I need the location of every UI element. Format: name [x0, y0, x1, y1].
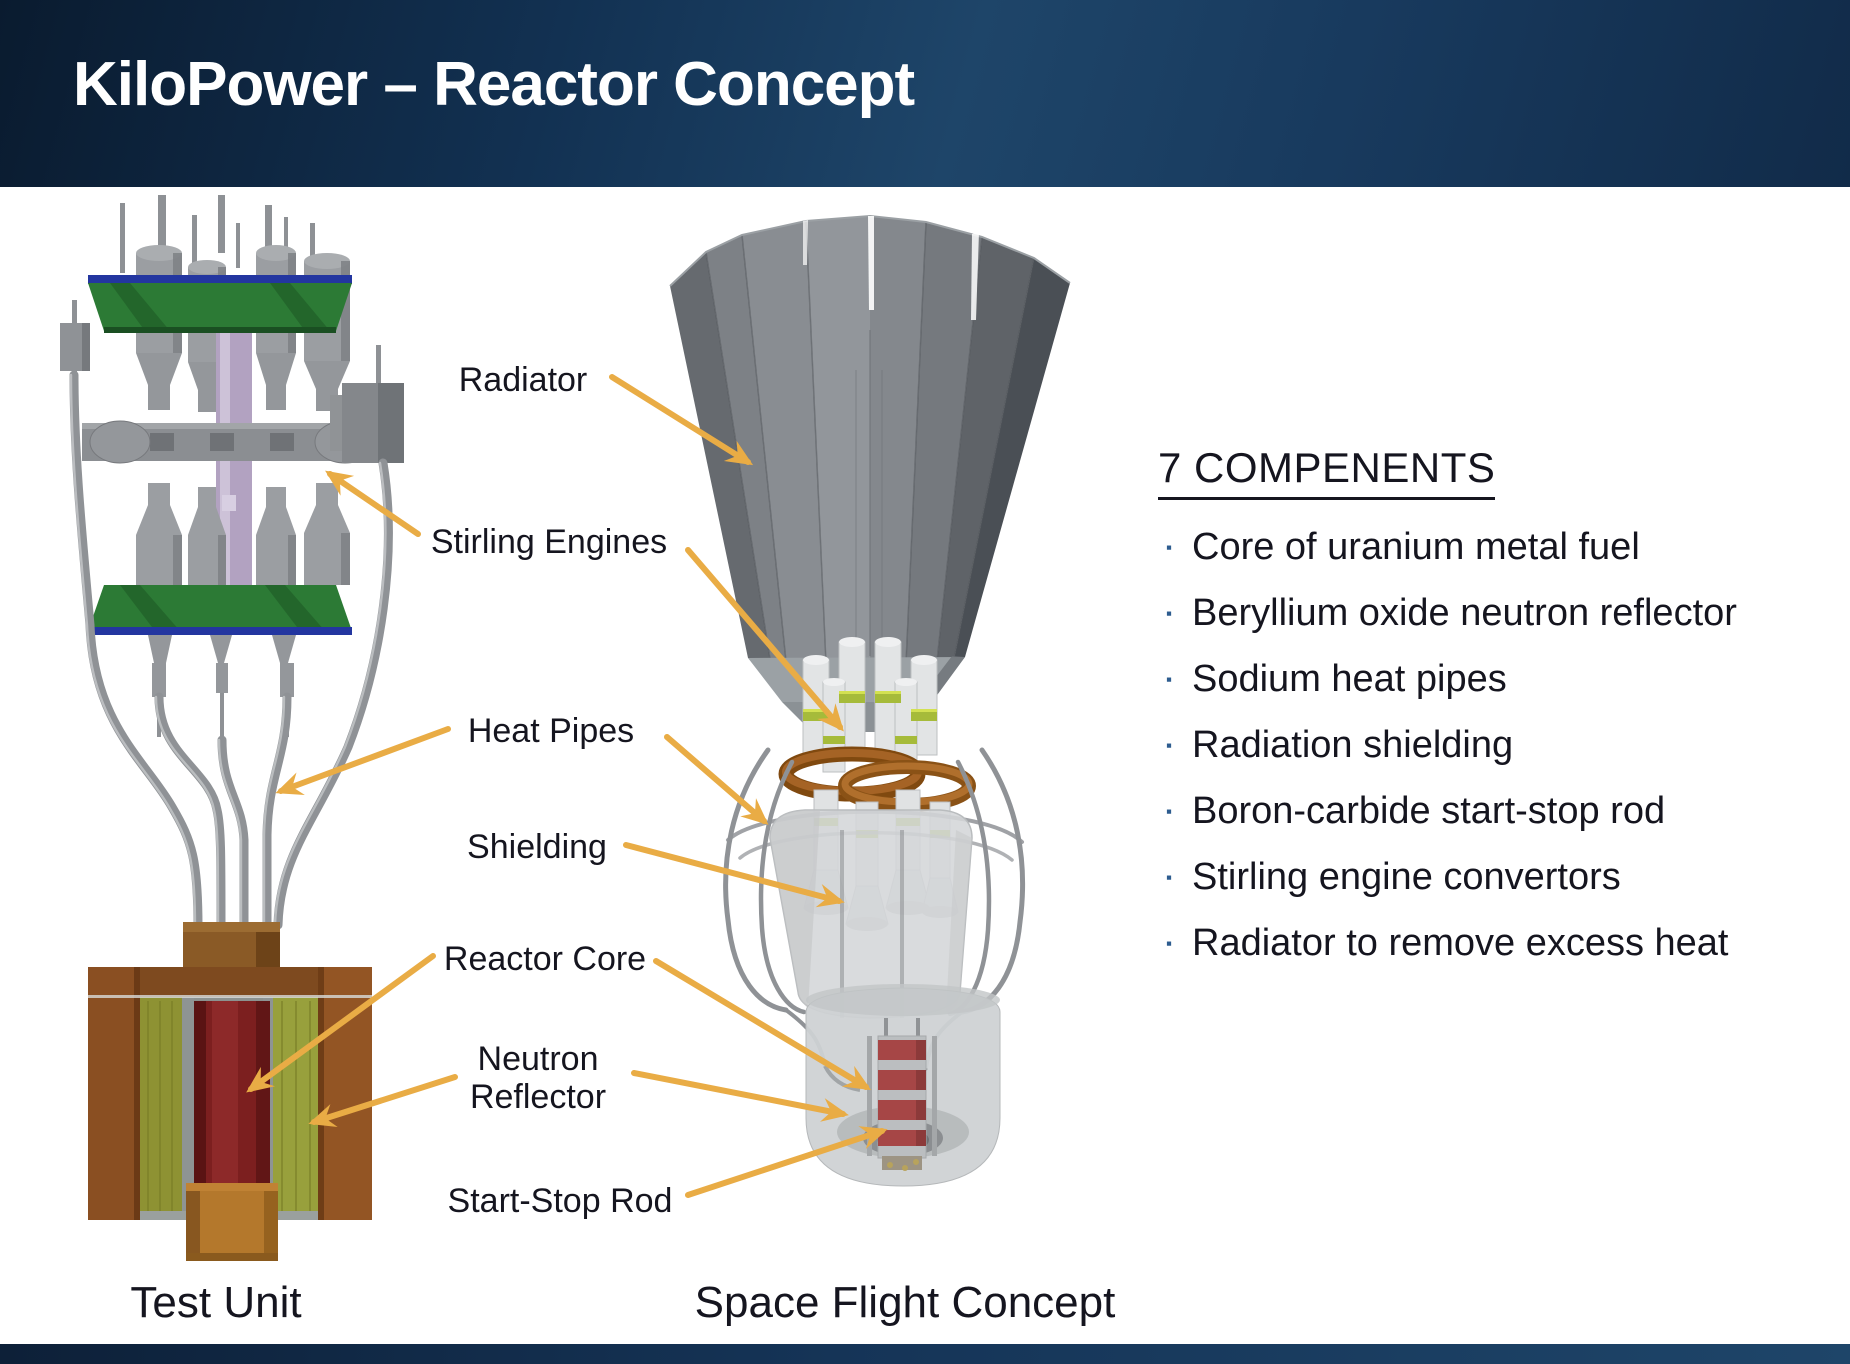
callout-shielding: Shielding — [467, 827, 607, 866]
callout-neutron-reflector: Neutron Reflector — [469, 1039, 607, 1116]
components-list: ▪ Core of uranium metal fuel ▪ Beryllium o… — [1158, 514, 1848, 976]
footer-bar — [0, 1344, 1850, 1364]
component-label: Stirling engine convertors — [1192, 855, 1621, 898]
list-item: ▪ Boron-carbide start-stop rod — [1158, 778, 1848, 844]
callout-radiator: Radiator — [458, 360, 588, 399]
bullet-square-icon: ▪ — [1166, 933, 1173, 953]
lower-stirling-bank — [88, 483, 352, 738]
bullet-square-icon: ▪ — [1166, 603, 1173, 623]
callout-reactor-core: Reactor Core — [443, 939, 647, 978]
right-equipment-box — [330, 345, 404, 463]
bullet-square-icon: ▪ — [1166, 669, 1173, 689]
component-label: Boron-carbide start-stop rod — [1192, 789, 1666, 832]
left-connector — [60, 323, 90, 371]
list-item: ▪ Radiator to remove excess heat — [1158, 910, 1848, 976]
radiator-panels — [669, 214, 1071, 664]
bullet-square-icon: ▪ — [1166, 537, 1173, 557]
title-bar: KiloPower – Reactor Concept — [0, 0, 1850, 187]
space-flight-diagram — [669, 214, 1071, 1187]
page-title: KiloPower – Reactor Concept — [73, 50, 915, 119]
reactor-core-block — [88, 967, 372, 1220]
test-unit-diagram — [60, 195, 404, 1261]
list-item: ▪ Core of uranium metal fuel — [1158, 514, 1848, 580]
components-heading: 7 COMPENENTS — [1158, 444, 1496, 500]
components-panel: 7 COMPENENTS ▪ Core of uranium metal fuel… — [1158, 444, 1848, 976]
list-item: ▪ Beryllium oxide neutron reflector — [1158, 580, 1848, 646]
callout-start-stop-rod: Start-Stop Rod — [447, 1181, 673, 1220]
list-item: ▪ Stirling engine convertors — [1158, 844, 1848, 910]
list-item: ▪ Sodium heat pipes — [1158, 646, 1848, 712]
bullet-square-icon: ▪ — [1166, 735, 1173, 755]
component-label: Sodium heat pipes — [1192, 657, 1507, 700]
reactor-core-flight — [877, 1035, 927, 1171]
list-item: ▪ Radiation shielding — [1158, 712, 1848, 778]
upper-green-plate — [88, 275, 352, 333]
component-label: Radiator to remove excess heat — [1192, 921, 1729, 964]
component-label: Radiation shielding — [1192, 723, 1514, 766]
caption-test-unit: Test Unit — [130, 1278, 302, 1327]
bullet-square-icon: ▪ — [1166, 867, 1173, 887]
component-label: Core of uranium metal fuel — [1192, 525, 1640, 568]
bullet-square-icon: ▪ — [1166, 801, 1173, 821]
start-stop-rod-test — [186, 1183, 278, 1261]
caption-space-flight: Space Flight Concept — [694, 1278, 1116, 1327]
callout-heat-pipes: Heat Pipes — [467, 711, 635, 750]
component-label: Beryllium oxide neutron reflector — [1192, 591, 1737, 634]
callout-stirling-engines: Stirling Engines — [430, 522, 668, 561]
